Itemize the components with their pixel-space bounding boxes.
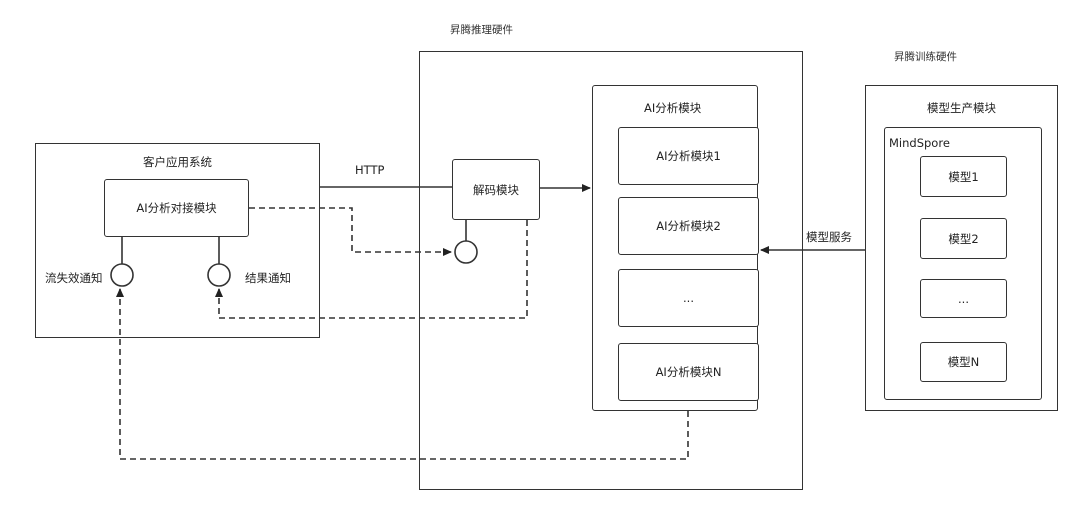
client-system-frame [35, 143, 320, 338]
model-production-title: 模型生产模块 [927, 101, 996, 115]
model-service-label: 模型服务 [806, 230, 852, 244]
mindspore-label: MindSpore [889, 136, 950, 150]
ai-analysis-title: AI分析模块 [644, 101, 702, 115]
ai-docking-module-label: AI分析对接模块 [136, 201, 217, 215]
client-system-title: 客户应用系统 [143, 155, 212, 169]
ai-analysis-module-n[interactable]: AI分析模块N [618, 343, 759, 401]
ai-analysis-module-2[interactable]: AI分析模块2 [618, 197, 759, 255]
decode-module[interactable]: 解码模块 [452, 159, 540, 220]
model-ellipsis-label: ... [958, 291, 969, 306]
ai-analysis-module-n-label: AI分析模块N [655, 365, 722, 379]
ai-analysis-module-2-label: AI分析模块2 [656, 219, 721, 233]
model-n-label: 模型N [947, 355, 980, 369]
ai-analysis-module-1[interactable]: AI分析模块1 [618, 127, 759, 185]
training-hardware-title: 昇腾训练硬件 [894, 51, 957, 63]
model-2[interactable]: 模型2 [920, 218, 1007, 259]
inference-hardware-title: 昇腾推理硬件 [450, 24, 513, 36]
model-n[interactable]: 模型N [920, 342, 1007, 382]
stream-failure-notice-label: 流失效通知 [45, 271, 103, 285]
ai-analysis-module-ellipsis[interactable]: ... [618, 269, 759, 327]
model-2-label: 模型2 [948, 231, 979, 246]
result-notice-label: 结果通知 [245, 271, 291, 285]
model-ellipsis[interactable]: ... [920, 279, 1007, 318]
model-1-label: 模型1 [948, 169, 979, 184]
ai-analysis-module-1-label: AI分析模块1 [656, 149, 721, 163]
ai-analysis-module-ellipsis-label: ... [683, 291, 694, 305]
http-label: HTTP [355, 163, 385, 177]
ai-docking-module[interactable]: AI分析对接模块 [104, 179, 249, 237]
decode-module-label: 解码模块 [473, 182, 519, 197]
model-1[interactable]: 模型1 [920, 156, 1007, 197]
